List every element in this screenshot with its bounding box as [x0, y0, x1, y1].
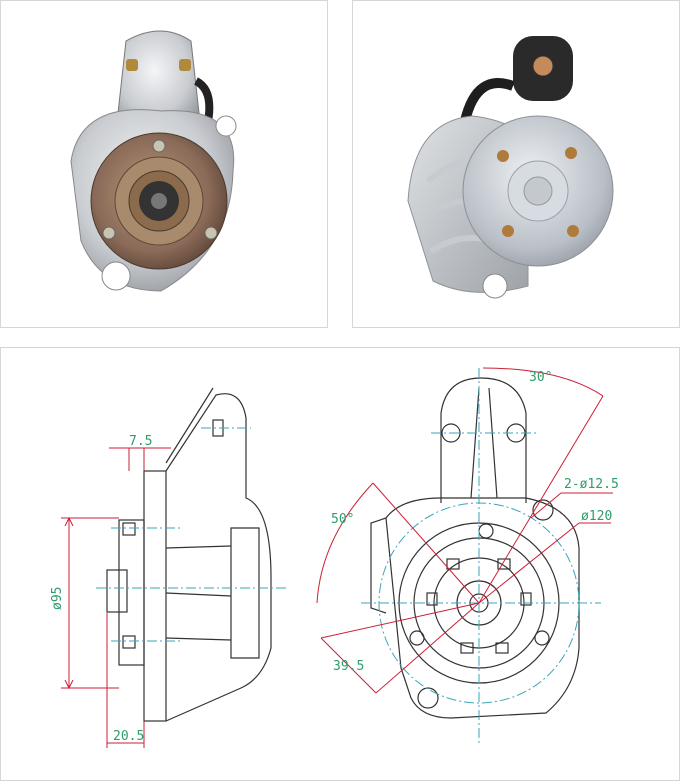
starter-rear-photo: [352, 0, 680, 328]
dim-flange-thickness: 7.5: [129, 434, 152, 449]
dim-bolt-circle: ø120: [581, 509, 612, 524]
side-dimensions: [61, 447, 171, 748]
technical-drawing: 7.5 ø95 20.5: [0, 347, 680, 781]
flange-outline: [385, 497, 580, 719]
pilot-boss: [118, 519, 145, 666]
dim-pilot-diameter: ø95: [50, 587, 65, 610]
front-centerlines: [361, 368, 601, 743]
pinion-stub: [106, 569, 128, 613]
dim-bolt-angle: 30°: [529, 370, 552, 385]
mount-hole-upper: [532, 499, 554, 521]
starter-front-illustration: [70, 30, 237, 292]
starter-rear-illustration: [407, 36, 614, 299]
upper-bracket: [440, 377, 527, 503]
dim-pilot-offset: 20.5: [113, 729, 144, 744]
dim-pinion-offset: 39.5: [333, 659, 364, 674]
angle-arc-30: [482, 367, 604, 397]
housing-outline: [165, 393, 272, 722]
starter-front-photo: [0, 0, 328, 328]
dim-pinion-angle: 50°: [331, 512, 354, 527]
bracket-bolt-left: [441, 423, 461, 443]
flange-plate: [143, 470, 167, 722]
dim-hole-spec: 2-ø12.5: [564, 477, 619, 492]
angle-arc-50: [316, 482, 374, 604]
mount-hole-lower: [417, 687, 439, 709]
front-dimensions: [316, 367, 613, 694]
dimension-drawing-svg: 7.5 ø95 20.5: [50, 367, 619, 748]
side-centerlines: [96, 427, 286, 642]
side-elevation: [106, 387, 272, 722]
